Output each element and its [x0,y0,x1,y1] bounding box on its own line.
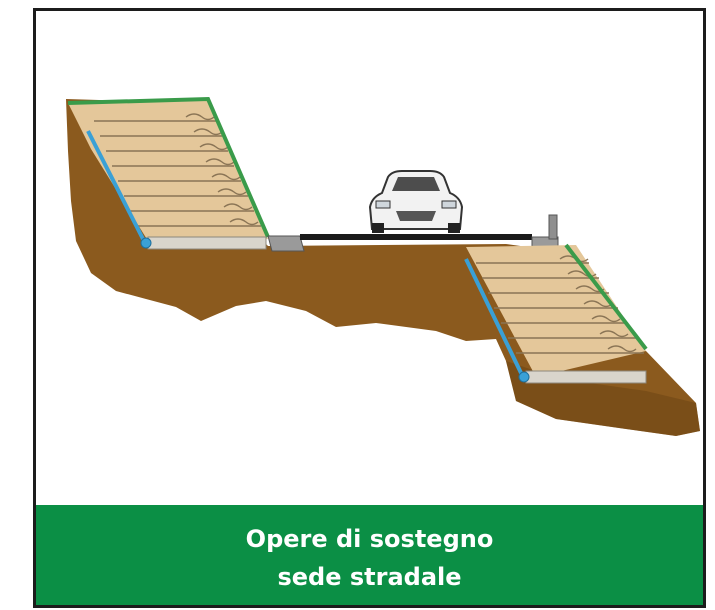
lower-facing-drain [464,258,524,376]
guardrail-post [548,214,558,240]
upper-facing-drain [86,130,146,242]
lower-grass-slope [564,243,648,351]
lower-foundation [525,370,647,384]
lower-drain-pipe [518,371,530,383]
lower-geogrid-layers [476,255,644,354]
upper-geogrid-layers [94,113,261,227]
car-icon [368,170,464,233]
caption-line-1: Opere di sostegno [245,525,494,553]
road-surface [300,234,532,240]
road-kerb-left [267,235,305,252]
upper-grass-slope [67,96,270,238]
caption: Opere di sostegno sede stradale [36,505,703,605]
upper-drain-pipe [140,237,152,249]
caption-band [36,505,703,605]
diagram-frame: Opere di sostegno sede stradale [33,8,706,608]
retaining-wall-diagram [66,96,700,436]
caption-line-2: sede stradale [277,563,462,591]
upper-foundation [147,236,267,250]
